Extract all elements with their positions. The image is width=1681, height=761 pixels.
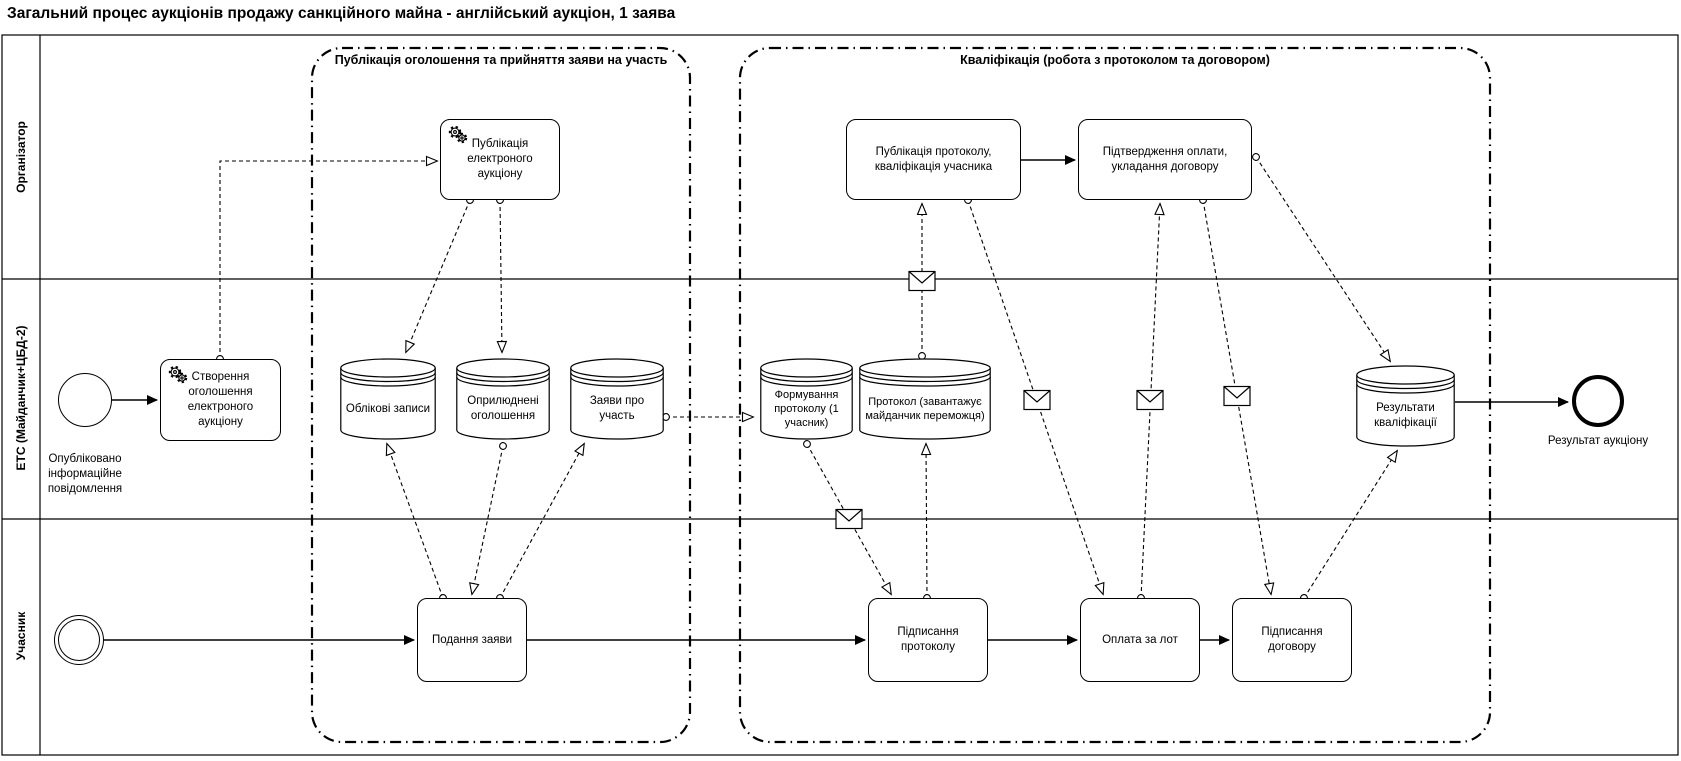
envelope-icon	[835, 508, 863, 530]
group-publication-border	[310, 46, 692, 744]
start-event-label: Опубліковано інформаційне повідомлення	[47, 453, 123, 495]
task-confirm-payment: Підтвердження оплати, укладання договору	[1078, 119, 1252, 200]
task-label: Підтвердження оплати, укладання договору	[1102, 145, 1228, 173]
end-event-label: Результат аукціону	[1547, 435, 1649, 447]
task-label: Подання заяви	[431, 633, 513, 646]
datastore-applications: Заяви про участь	[570, 358, 664, 440]
task-sign-protocol: Підписання протоколу	[868, 598, 988, 682]
start-event-participant	[54, 615, 104, 665]
datastore-label: Результати кваліфікації	[1374, 402, 1437, 429]
task-label: Створення оголошення електроного аукціон…	[187, 371, 254, 428]
task-label: Підписання протоколу	[897, 626, 959, 653]
task-label: Оплата за лот	[1102, 633, 1178, 646]
task-submit-application: Подання заяви	[417, 598, 527, 682]
end-event-auction-result	[1572, 375, 1624, 427]
diagram-title: Загальний процес аукціонів продажу санкц…	[7, 5, 676, 22]
start-event-info-published	[58, 373, 112, 427]
envelope-icon	[1023, 389, 1051, 411]
datastore-protocol-forming: Формування протоколу (1 учасник)	[760, 358, 853, 440]
datastore-label: Облікові записи	[345, 402, 431, 415]
group-label-publication: Публікація оголошення та прийняття заяви…	[334, 53, 668, 67]
task-label: Публікація протоколу, кваліфікація учасн…	[874, 145, 993, 173]
message-envelopes	[835, 270, 1251, 530]
task-publish-protocol: Публікація протоколу, кваліфікація учасн…	[846, 119, 1021, 200]
task-create-announcement: Створення оголошення електроного аукціон…	[160, 359, 281, 441]
task-sign-contract: Підписання договору	[1232, 598, 1352, 682]
datastore-protocol: Протокол (завантажує майданчик переможця…	[859, 358, 991, 440]
datastore-label: Формування протоколу (1 учасник)	[774, 388, 839, 430]
lane-label-ets: ЕТС (Майданчик+ЦБД-2)	[14, 325, 28, 471]
lane-label-participant: Учасник	[14, 611, 28, 661]
envelope-icon	[1136, 389, 1164, 411]
datastore-label: Заяви про участь	[589, 395, 645, 422]
gear-icon	[448, 125, 468, 144]
envelope-icon	[908, 270, 936, 292]
task-publish-auction: Публікація електроного аукціону	[440, 119, 560, 200]
datastore-label: Оприлюднені оголошення	[467, 395, 539, 422]
inner-ring	[58, 619, 100, 661]
lane-label-organizer: Організатор	[14, 121, 28, 193]
sequence-flows	[104, 155, 1569, 645]
group-label-qualification: Кваліфікація (робота з протоколом та дог…	[960, 53, 1270, 67]
task-label: Підписання договору	[1261, 626, 1323, 653]
datastore-accounts: Облікові записи	[340, 358, 436, 440]
group-qualification-border	[738, 46, 1492, 744]
datastore-announcements: Оприлюднені оголошення	[456, 358, 550, 440]
datastore-qualification-results: Результати кваліфікації	[1356, 365, 1455, 447]
task-pay-lot: Оплата за лот	[1080, 598, 1200, 682]
datastore-label: Протокол (завантажує майданчик переможця…	[865, 395, 985, 422]
task-label: Публікація електроного аукціону	[467, 138, 533, 180]
envelope-icon	[1223, 385, 1251, 407]
gear-icon	[168, 365, 188, 384]
